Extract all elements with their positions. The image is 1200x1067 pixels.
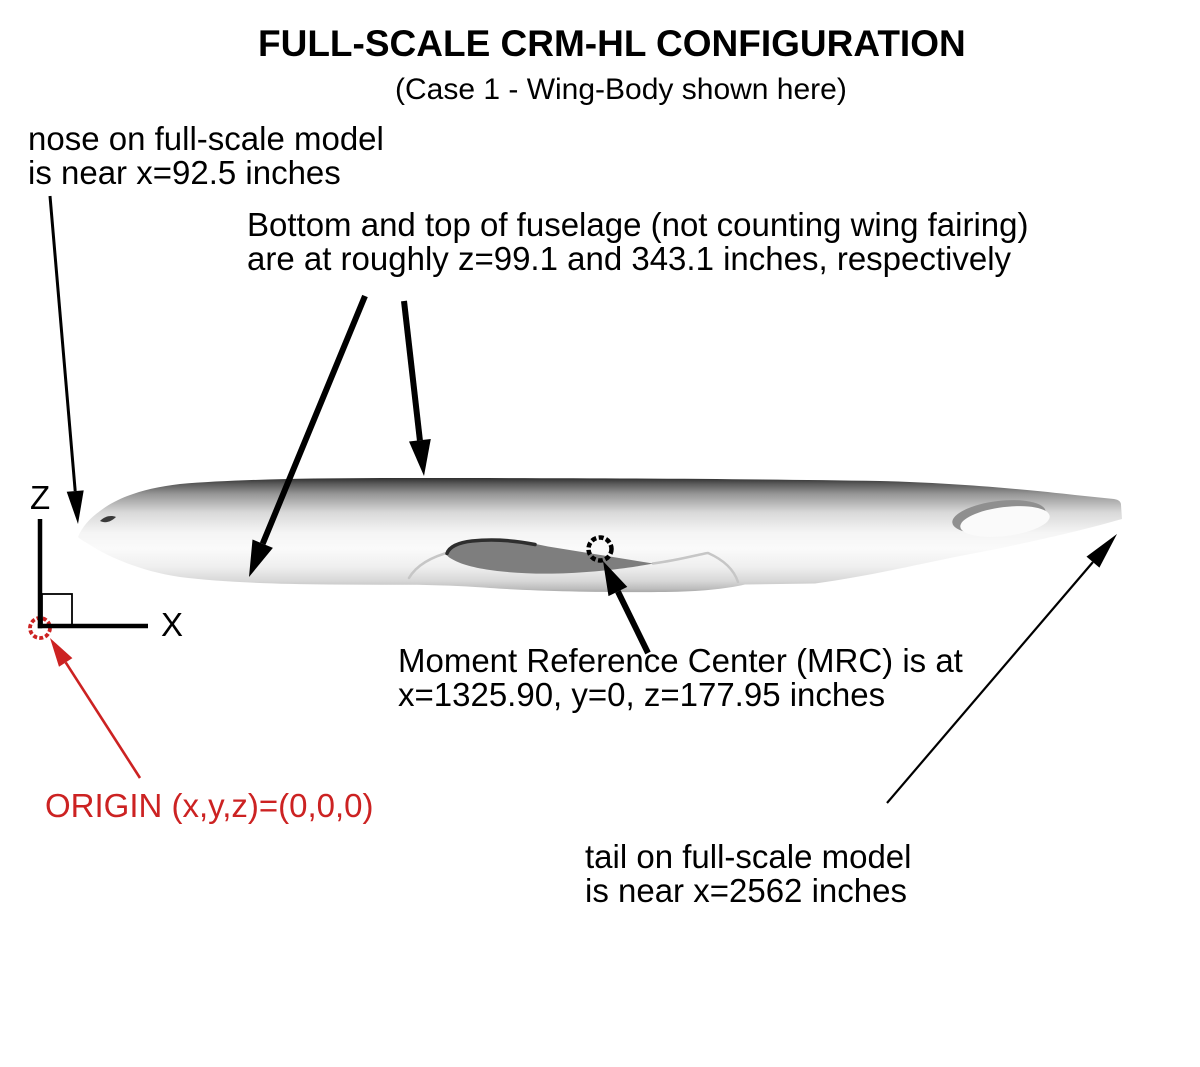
arrow-origin-head bbox=[50, 638, 73, 667]
arrow-tail-head bbox=[1086, 534, 1117, 568]
arrow-fuselage-top-head bbox=[409, 439, 431, 476]
annotation-fuselage-line1: Bottom and top of fuselage (not counting… bbox=[247, 206, 1029, 243]
z-axis-label: Z bbox=[30, 479, 51, 516]
annotation-mrc: Moment Reference Center (MRC) is at x=13… bbox=[398, 644, 963, 712]
arrow-fuselage-bottom-head bbox=[249, 539, 273, 577]
annotation-tail: tail on full-scale model is near x=2562 … bbox=[585, 840, 912, 908]
annotation-nose-line2: is near x=92.5 inches bbox=[28, 154, 341, 191]
fairing-aft-edge-line bbox=[651, 551, 740, 584]
page-subtitle: (Case 1 - Wing-Body shown here) bbox=[395, 73, 847, 106]
annotation-mrc-line2: x=1325.90, y=0, z=177.95 inches bbox=[398, 676, 886, 713]
page-title: FULL-SCALE CRM-HL CONFIGURATION bbox=[258, 23, 966, 64]
annotation-nose: nose on full-scale model is near x=92.5 … bbox=[28, 122, 384, 190]
annotation-tail-line2: is near x=2562 inches bbox=[585, 872, 907, 909]
x-axis-label: X bbox=[161, 606, 184, 643]
arrow-nose-line bbox=[48, 195, 77, 492]
arrow-fuselage-bottom-line bbox=[259, 294, 368, 545]
arrow-fuselage-top-line bbox=[401, 300, 423, 441]
arrow-origin-line bbox=[64, 661, 142, 779]
fuselage-body bbox=[78, 478, 1122, 593]
wing-leading-edge-shadow bbox=[445, 538, 537, 556]
annotation-tail-line1: tail on full-scale model bbox=[585, 838, 912, 875]
tail-highlight-ellipse bbox=[960, 506, 1050, 537]
annotation-nose-line1: nose on full-scale model bbox=[28, 120, 384, 157]
annotation-fuselage-extents: Bottom and top of fuselage (not counting… bbox=[247, 208, 1028, 276]
nose-crease bbox=[100, 516, 116, 523]
arrow-mrc-line bbox=[615, 590, 651, 655]
arrow-tail-line bbox=[886, 561, 1094, 804]
arrow-mrc-head bbox=[603, 561, 628, 597]
wing-root-airfoil bbox=[446, 540, 653, 574]
annotation-origin: ORIGIN (x,y,z)=(0,0,0) bbox=[45, 787, 374, 824]
annotation-fuselage-line2: are at roughly z=99.1 and 343.1 inches, … bbox=[247, 240, 1012, 277]
arrow-nose-head bbox=[66, 490, 84, 524]
mrc-marker-circle bbox=[586, 535, 614, 563]
annotation-mrc-line1: Moment Reference Center (MRC) is at bbox=[398, 642, 963, 679]
right-angle-square bbox=[41, 593, 73, 627]
